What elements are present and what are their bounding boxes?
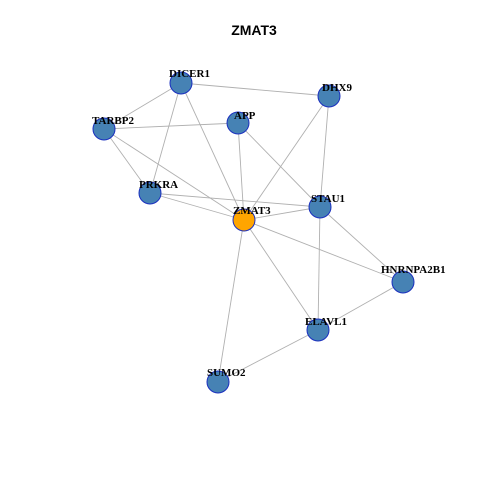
edge-tarbp2-prkra xyxy=(103,128,151,194)
edge-hnrnpa2b1-elavl1 xyxy=(317,281,404,331)
edge-app-stau1 xyxy=(237,122,321,208)
node-tarbp2[interactable] xyxy=(92,117,116,141)
node-label-hnrnpa2b1: HNRNPA2B1 xyxy=(381,264,446,276)
node-elavl1[interactable] xyxy=(306,318,330,342)
edge-tarbp2-zmat3 xyxy=(103,128,245,221)
edge-zmat3-sumo2 xyxy=(217,219,245,383)
edge-dhx9-stau1 xyxy=(319,95,330,208)
edge-prkra-stau1 xyxy=(149,192,321,208)
edge-zmat3-hnrnpa2b1 xyxy=(243,219,404,283)
node-label-zmat3: ZMAT3 xyxy=(233,205,271,217)
node-prkra[interactable] xyxy=(138,181,162,205)
edge-dicer1-zmat3 xyxy=(180,82,245,221)
node-app[interactable] xyxy=(226,111,250,135)
node-stau1[interactable] xyxy=(308,195,332,219)
edge-prkra-zmat3 xyxy=(149,192,245,221)
diagram-title: ZMAT3 xyxy=(231,22,277,38)
edge-app-zmat3 xyxy=(237,122,245,221)
node-zmat3[interactable] xyxy=(232,208,256,232)
node-label-elavl1: ELAVL1 xyxy=(305,316,347,328)
edge-tarbp2-app xyxy=(103,122,239,130)
node-hnrnpa2b1[interactable] xyxy=(391,270,415,294)
edges-layer xyxy=(103,82,404,383)
node-label-dhx9: DHX9 xyxy=(322,82,352,94)
node-sumo2[interactable] xyxy=(206,370,230,394)
node-label-stau1: STAU1 xyxy=(311,193,345,205)
node-label-sumo2: SUMO2 xyxy=(207,367,246,379)
node-label-app: APP xyxy=(234,110,256,122)
edge-zmat3-stau1 xyxy=(243,206,321,221)
edge-elavl1-sumo2 xyxy=(217,329,319,383)
node-label-prkra: PRKRA xyxy=(139,179,178,191)
edge-dhx9-zmat3 xyxy=(243,95,330,221)
edge-dicer1-dhx9 xyxy=(180,82,330,97)
edge-dicer1-prkra xyxy=(149,82,182,194)
edge-stau1-elavl1 xyxy=(317,206,321,331)
edge-stau1-hnrnpa2b1 xyxy=(319,206,404,283)
node-label-tarbp2: TARBP2 xyxy=(92,115,134,127)
nodes-layer xyxy=(92,71,415,394)
edge-dicer1-tarbp2 xyxy=(103,82,182,130)
node-label-dicer1: DICER1 xyxy=(169,68,210,80)
node-dhx9[interactable] xyxy=(317,84,341,108)
edge-zmat3-elavl1 xyxy=(243,219,319,331)
node-dicer1[interactable] xyxy=(169,71,193,95)
